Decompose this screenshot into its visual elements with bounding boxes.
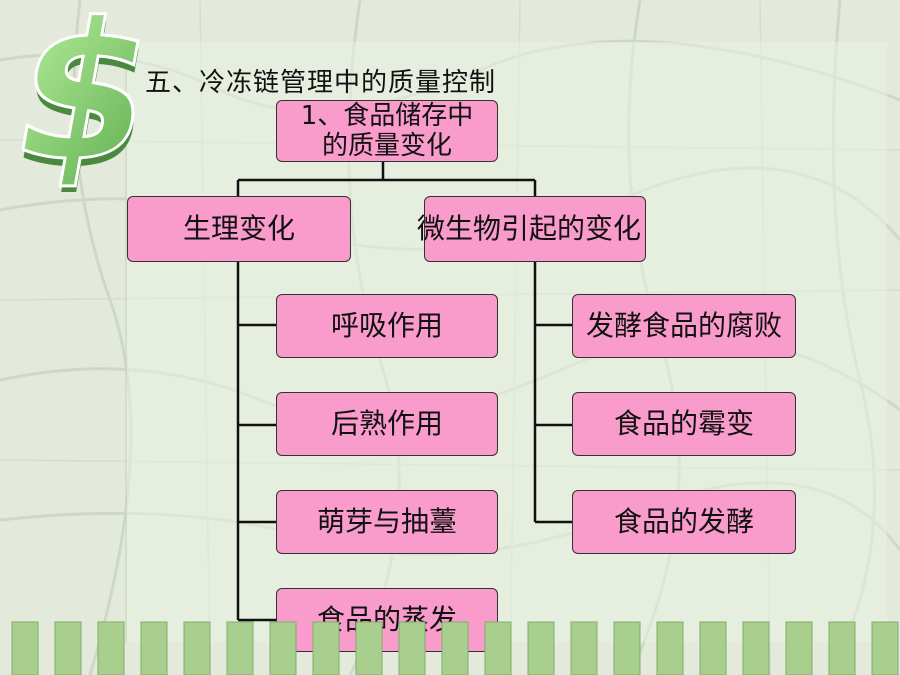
footer-stripe: [11, 621, 39, 675]
footer-stripe: [871, 621, 899, 675]
dollar-sign-icon: $ $: [22, 2, 142, 192]
branch-node-label: 生理变化: [182, 212, 295, 245]
footer-stripe: [570, 621, 598, 675]
child-node-label: 萌芽与抽薹: [316, 505, 457, 538]
child-node-label: 食品的蒸发: [316, 603, 457, 636]
footer-stripe: [140, 621, 168, 675]
footer-stripe: [183, 621, 211, 675]
child-node-label: 食品的霉变: [613, 407, 754, 440]
branch-node-physiological: 生理变化: [127, 196, 351, 262]
footer-stripe: [441, 621, 469, 675]
child-node-fermentation: 食品的发酵: [572, 490, 796, 554]
branch-node-label: 微生物引起的变化: [417, 212, 642, 245]
slide-title: 五、冷冻链管理中的质量控制: [145, 68, 497, 98]
footer-stripe: [398, 621, 426, 675]
child-node-sprouting: 萌芽与抽薹: [276, 490, 498, 554]
child-node-fermented-spoilage: 发酵食品的腐败: [572, 294, 796, 358]
svg-text:$: $: [22, 2, 142, 192]
branch-node-microbial: 微生物引起的变化: [417, 196, 646, 262]
footer-stripe: [269, 621, 297, 675]
child-node-mold: 食品的霉变: [572, 392, 796, 456]
footer-stripes: [11, 621, 899, 675]
root-node-line-2: 的质量变化: [321, 131, 452, 161]
child-node-ripening: 后熟作用: [276, 392, 498, 456]
footer-stripe: [699, 621, 727, 675]
footer-stripe: [312, 621, 340, 675]
svg-text:$: $: [22, 2, 142, 192]
child-node-label: 发酵食品的腐败: [585, 309, 782, 342]
footer-stripe: [527, 621, 555, 675]
child-node-respiration: 呼吸作用: [276, 294, 498, 358]
footer-stripe: [613, 621, 641, 675]
footer-stripe: [742, 621, 770, 675]
footer-stripe: [97, 621, 125, 675]
child-node-label: 呼吸作用: [330, 309, 443, 342]
footer-stripe: [54, 621, 82, 675]
footer-stripe: [656, 621, 684, 675]
footer-stripe: [226, 621, 254, 675]
footer-stripe: [484, 621, 512, 675]
root-node-line-1: 1、食品储存中: [300, 101, 474, 131]
footer-stripe: [355, 621, 383, 675]
footer-stripe: [785, 621, 813, 675]
child-node-label: 后熟作用: [330, 407, 443, 440]
root-node: 1、食品储存中 的质量变化: [276, 100, 498, 162]
footer-stripe: [828, 621, 856, 675]
child-node-label: 食品的发酵: [613, 505, 754, 538]
